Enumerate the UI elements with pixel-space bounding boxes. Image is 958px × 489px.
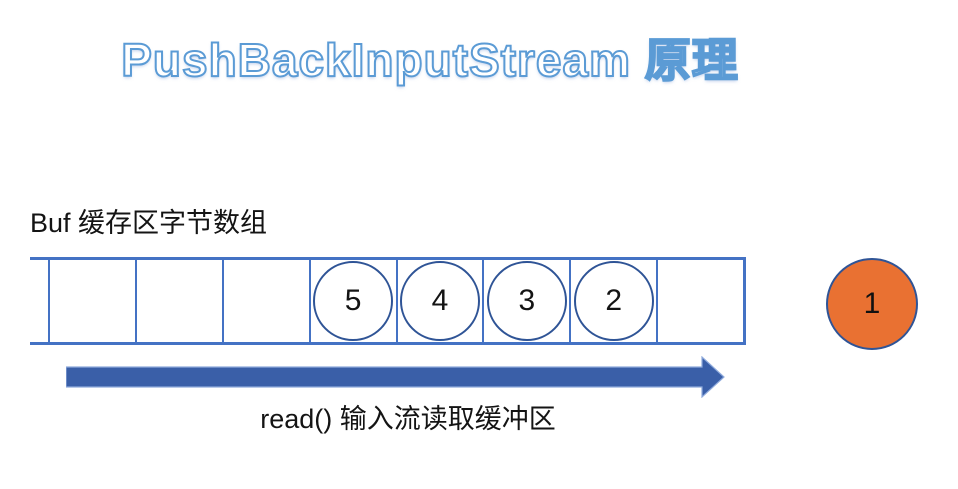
buffer-byte-circle: 4	[399, 261, 480, 341]
read-caption: read() 输入流读取缓冲区	[260, 404, 556, 434]
buffer-byte-circle: 2	[573, 261, 654, 341]
buffer-cell	[656, 260, 746, 342]
buffer-byte-circle: 5	[313, 261, 394, 341]
buffer-cell	[221, 260, 309, 342]
buffer-byte-circle: 3	[486, 261, 567, 341]
buffer-cell: 5	[308, 260, 396, 342]
buffer-cell: 4	[395, 260, 483, 342]
arrow-shape	[66, 356, 725, 398]
buffer-label: Buf 缓存区字节数组	[30, 208, 268, 238]
slide-title: PushBackInputStream 原理	[120, 33, 739, 87]
buffer-cell	[134, 260, 222, 342]
buffer-open-end	[30, 260, 48, 342]
buffer-cell: 2	[569, 260, 656, 342]
pushback-byte-circle: 1	[826, 258, 918, 350]
buffer-cell: 3	[482, 260, 569, 342]
buffer-cell	[48, 260, 135, 342]
read-direction-arrow	[66, 356, 725, 398]
